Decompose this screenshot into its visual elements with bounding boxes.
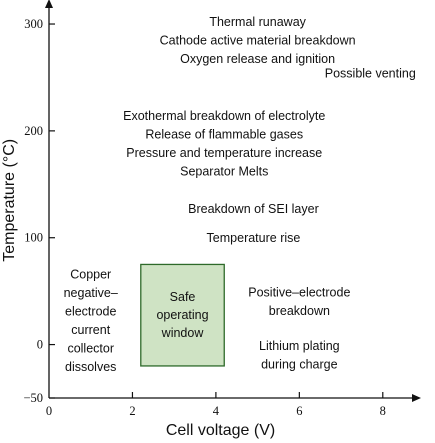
x-tick-label-0: 0 — [46, 404, 52, 418]
annotation-2-line-2: Pressure and temperature increase — [126, 146, 322, 160]
annotation-7-line-1: during charge — [261, 357, 337, 371]
annotation-3-line-0: Breakdown of SEI layer — [188, 202, 319, 216]
axes — [45, 0, 421, 402]
y-tick-label-4: −50 — [23, 391, 43, 405]
annotation-6-line-1: breakdown — [269, 304, 330, 318]
annotation-5-line-4: collector — [67, 341, 114, 355]
safe-window-label-1: operating — [156, 308, 208, 322]
y-axis-label: Temperature (°C) — [1, 139, 18, 262]
annotation-5-line-1: negative– — [64, 286, 118, 300]
y-axis-arrow — [45, 0, 53, 8]
annotation-5-line-2: electrode — [65, 304, 116, 318]
annotation-2-line-3: Separator Melts — [180, 165, 268, 179]
x-tick-label-2: 4 — [213, 404, 220, 418]
safe-window-label-0: Safe — [170, 290, 196, 304]
x-axis-label: Cell voltage (V) — [166, 422, 275, 439]
y-tick-label-2: 100 — [24, 231, 43, 245]
annotation-5-line-0: Copper — [70, 267, 111, 281]
x-tick-label-3: 6 — [296, 404, 302, 418]
x-tick-label-1: 2 — [129, 404, 135, 418]
annotation-5-line-5: dissolves — [65, 360, 116, 374]
annotation-1-line-0: Possible venting — [325, 66, 416, 80]
annotation-2-line-0: Exothermal breakdown of electrolyte — [123, 109, 325, 123]
safe-window-box — [140, 263, 225, 367]
annotation-0-line-1: Cathode active material breakdown — [160, 34, 356, 48]
safe-window-label-2: window — [161, 326, 205, 340]
x-tick-label-4: 8 — [380, 404, 386, 418]
y-tick-label-1: 200 — [24, 124, 43, 138]
annotation-2-line-1: Release of flammable gases — [145, 128, 303, 142]
y-tick-label-3: 0 — [37, 338, 43, 352]
safe-operating-window: Safe operating window — [140, 263, 225, 367]
annotation-0-line-0: Thermal runaway — [209, 15, 306, 29]
annotation-0-line-2: Oxygen release and ignition — [180, 52, 335, 66]
x-axis-arrow — [412, 394, 421, 402]
annotation-5-line-3: current — [71, 323, 110, 337]
y-tick-label-0: 300 — [24, 17, 43, 31]
annotation-7-line-0: Lithium plating — [259, 339, 340, 353]
annotation-4-line-0: Temperature rise — [207, 231, 301, 245]
annotation-6-line-0: Positive–electrode — [248, 285, 350, 299]
